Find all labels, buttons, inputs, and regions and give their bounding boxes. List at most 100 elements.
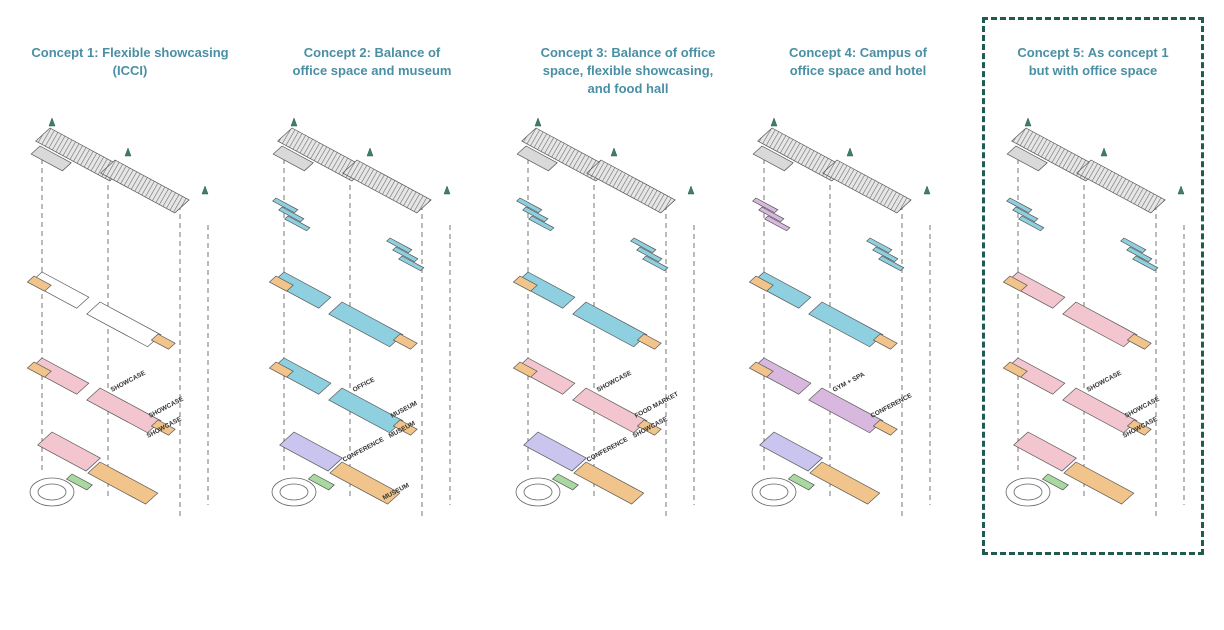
floor-end-block — [268, 275, 294, 292]
roof-level — [272, 117, 451, 214]
floor-end-block — [748, 361, 774, 378]
ground-wing-right — [573, 461, 645, 505]
ground-wing-left — [523, 431, 587, 472]
ground-floor-level — [751, 431, 881, 507]
office-bar-1 — [752, 197, 779, 214]
ground-entrance — [787, 473, 815, 491]
ground-wing-right — [1063, 461, 1135, 505]
roof-wing-right — [1076, 159, 1166, 214]
roof-end-left — [1006, 145, 1048, 172]
roof-wing-left — [35, 127, 125, 182]
ground-wing-left — [37, 431, 101, 472]
middle-floor-level — [268, 357, 418, 436]
floor-wing-right — [328, 301, 404, 348]
space-label-4: CONFERENCE — [342, 436, 386, 464]
ground-floor-level — [271, 431, 401, 507]
ground-floor-level — [29, 431, 159, 507]
space-label-4: CONFERENCE — [586, 436, 630, 464]
upper-floor-level — [268, 271, 418, 350]
office-bar-3 — [284, 215, 311, 232]
roof-level — [30, 117, 209, 214]
concept-5-title-line-1: Concept 5: As concept 1 — [1017, 45, 1169, 60]
office-bar-1 — [272, 197, 299, 214]
concept-4-title: Concept 4: Campus of office space and ho… — [756, 44, 960, 80]
roof-end-left — [516, 145, 558, 172]
office-bar-1 — [630, 237, 657, 254]
floor-end-block — [512, 361, 538, 378]
floor-wing-left — [751, 271, 812, 309]
spire-3 — [610, 147, 618, 157]
roof-wing-right — [100, 159, 190, 214]
middle-floor-level — [1002, 357, 1152, 436]
floor-wing-right — [808, 387, 884, 434]
floor-end-block-right — [392, 419, 418, 436]
floor-end-block — [26, 361, 52, 378]
ground-floor-level — [515, 431, 645, 507]
office-bar-2 — [872, 246, 899, 263]
floor-wing-right — [86, 301, 162, 348]
roof-end-left — [752, 145, 794, 172]
roof-level — [516, 117, 695, 214]
floor-end-block — [512, 275, 538, 292]
floor-end-block — [1002, 275, 1028, 292]
roof-level — [1006, 117, 1185, 214]
office-blocks-upper-right — [386, 237, 425, 272]
floor-wing-left — [1005, 357, 1066, 395]
ground-wing-right — [809, 461, 881, 505]
office-bar-2 — [278, 206, 305, 223]
forecourt-circle — [515, 477, 561, 507]
forecourt-circle — [29, 477, 75, 507]
floor-end-block — [268, 361, 294, 378]
roof-wing-right — [586, 159, 676, 214]
office-bar-1 — [386, 237, 413, 254]
office-bar-1 — [1120, 237, 1147, 254]
floor-end-block-right — [636, 419, 662, 436]
spire-2 — [923, 185, 931, 195]
space-label-1: SHOWCASE — [1086, 369, 1124, 393]
ground-floor-level — [1005, 431, 1135, 507]
concept-1-title: Concept 1: Flexible showcasing (ICCI) — [28, 44, 232, 80]
office-blocks-upper-right — [1120, 237, 1159, 272]
office-bar-2 — [758, 206, 785, 223]
roof-level — [752, 117, 931, 214]
concept-5-title: Concept 5: As concept 1 but with office … — [995, 44, 1191, 80]
space-label-2: CONFERENCE — [870, 392, 914, 420]
floor-wing-left — [751, 357, 812, 395]
upper-floor-level — [748, 271, 898, 350]
spire-1 — [770, 117, 778, 127]
concept-2-title-line-2: office space and museum — [292, 63, 452, 78]
concept-2-column: Concept 2: Balance of office space and m… — [270, 0, 474, 630]
concept-3-column: Concept 3: Balance of office space, flex… — [516, 0, 740, 630]
floor-wing-left — [1005, 271, 1066, 309]
spire-1 — [534, 117, 542, 127]
office-bar-1 — [866, 237, 893, 254]
office-bar-3 — [878, 255, 905, 272]
concept-5-column: Concept 5: As concept 1 but with office … — [995, 0, 1191, 630]
roof-wing-left — [521, 127, 611, 182]
upper-floor-level — [1002, 271, 1152, 350]
floor-wing-left — [271, 357, 332, 395]
forecourt-inner-circle — [279, 483, 309, 501]
roof-wing-right — [342, 159, 432, 214]
office-bar-1 — [1006, 197, 1033, 214]
middle-floor-level — [26, 357, 176, 436]
roof-wing-left — [1011, 127, 1101, 182]
space-label-1: SHOWCASE — [110, 369, 148, 393]
roof-wing-left — [277, 127, 367, 182]
floor-wing-left — [29, 271, 90, 309]
roof-end-left — [272, 145, 314, 172]
concept-3-title: Concept 3: Balance of office space, flex… — [516, 44, 740, 98]
office-bar-3 — [764, 215, 791, 232]
spire-1 — [48, 117, 56, 127]
office-bar-2 — [1012, 206, 1039, 223]
floor-wing-left — [29, 357, 90, 395]
floor-wing-right — [808, 301, 884, 348]
floor-wing-right — [572, 387, 648, 434]
concept-3-title-line-1: Concept 3: Balance of office — [540, 45, 716, 60]
spire-3 — [1100, 147, 1108, 157]
office-bar-3 — [398, 255, 425, 272]
office-bar-2 — [1126, 246, 1153, 263]
